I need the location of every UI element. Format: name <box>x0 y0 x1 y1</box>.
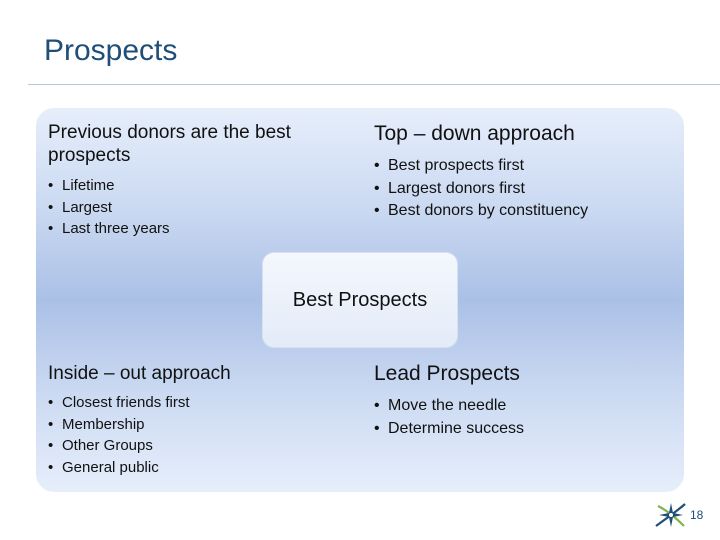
quadrant-bottom-left-list: Closest friends first Membership Other G… <box>48 392 338 478</box>
list-item: Largest donors first <box>374 178 674 201</box>
center-box: Best Prospects <box>262 252 458 348</box>
quadrant-top-left-list: Lifetime Largest Last three years <box>48 175 338 240</box>
list-item: Move the needle <box>374 395 674 418</box>
list-item: Best donors by constituency <box>374 200 674 223</box>
compass-star-icon <box>655 503 686 527</box>
center-label: Best Prospects <box>292 288 428 311</box>
list-item: Largest <box>48 197 338 219</box>
list-item: Membership <box>48 414 338 436</box>
quadrant-bottom-right-heading: Lead Prospects <box>374 362 520 385</box>
list-item: Determine success <box>374 418 674 441</box>
list-item: Last three years <box>48 218 338 240</box>
quadrant-bottom-left-heading: Inside – out approach <box>48 363 231 384</box>
quadrant-top-right-heading: Top – down approach <box>374 122 575 145</box>
list-item: Best prospects first <box>374 155 674 178</box>
slide-title: Prospects <box>44 34 178 67</box>
list-item: Other Groups <box>48 435 338 457</box>
quadrant-bottom-right-list: Move the needle Determine success <box>374 395 674 440</box>
quadrant-top-right-list: Best prospects first Largest donors firs… <box>374 155 674 223</box>
page-number: 18 <box>690 508 704 522</box>
list-item: General public <box>48 457 338 479</box>
title-divider <box>28 84 720 85</box>
list-item: Closest friends first <box>48 392 338 414</box>
list-item: Lifetime <box>48 175 338 197</box>
quadrant-top-left-heading: Previous donors are the best prospects <box>48 122 291 166</box>
